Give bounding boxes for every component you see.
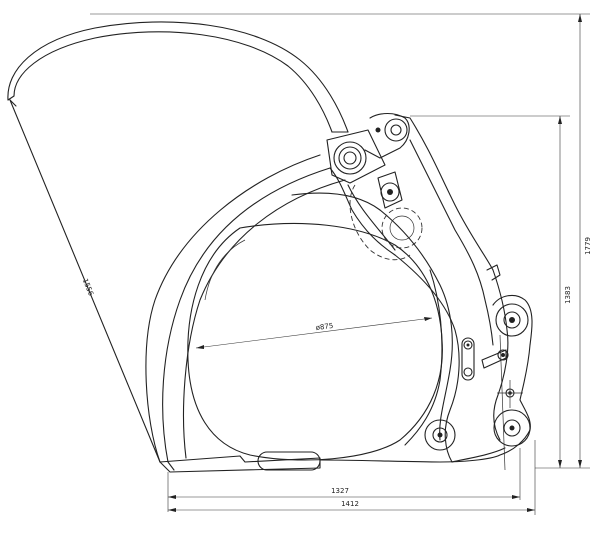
linkage-bar — [481, 334, 507, 471]
dim-label-pivot-height: 1383 — [564, 286, 572, 304]
main-frame — [187, 114, 508, 463]
dimension-width-inner: 1327 — [167, 448, 521, 512]
dim-label-tine-length: 1556 — [81, 277, 95, 297]
dimension-tine-length: 1556 — [81, 277, 95, 297]
upper-clamp-arm — [7, 21, 349, 133]
dim-label-overall-height: 1779 — [584, 237, 592, 255]
pin-cylinder-eye — [326, 129, 386, 184]
pin-upper-right — [495, 303, 529, 337]
pin-slot — [461, 337, 475, 381]
dim-label-width-overall: 1412 — [341, 500, 359, 508]
pin-small-mid — [497, 349, 509, 361]
pin-lower-left — [424, 419, 456, 451]
dim-label-width-inner: 1327 — [331, 487, 349, 495]
dimension-pivot-height: 1383 — [410, 115, 572, 468]
pin-small-low — [497, 380, 523, 408]
bucket-back — [9, 99, 346, 463]
pin-lower-right — [493, 409, 531, 447]
dimension-overall-height: 1779 — [90, 13, 592, 469]
dimension-width-overall: 1412 — [168, 440, 536, 515]
pin-top-boss — [364, 112, 410, 159]
dimension-opening-diameter: ø875 — [195, 317, 433, 349]
hinge-plate — [486, 264, 533, 441]
pin-link — [349, 171, 423, 261]
dim-label-opening-diameter: ø875 — [315, 322, 333, 332]
lower-jaw — [159, 429, 531, 473]
